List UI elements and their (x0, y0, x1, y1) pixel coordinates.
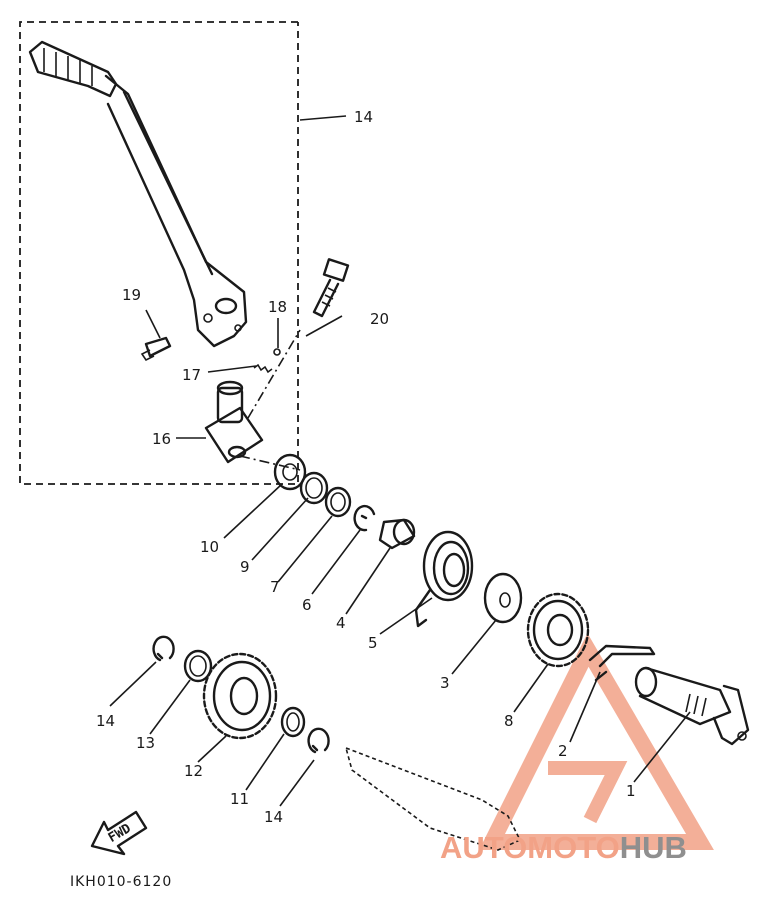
axis-line (247, 329, 301, 419)
label-19: 19 (122, 286, 141, 304)
label-20: 20 (370, 310, 389, 328)
washer-11 (280, 706, 306, 738)
bolt-20 (312, 258, 350, 318)
kick-lever (28, 40, 248, 348)
label-6: 6 (302, 596, 312, 614)
watermark-moto: MOTO (527, 830, 619, 865)
circlip-14-lower (307, 727, 330, 754)
spring-17 (253, 363, 273, 374)
idler-gear-12 (202, 652, 278, 740)
washer-7 (324, 486, 352, 518)
part-labels: 14 19 18 20 17 16 10 9 7 6 4 5 3 8 2 1 1… (96, 108, 636, 826)
leader-lines (109, 115, 691, 807)
watermark-text: AUTOMOTOHUB (440, 830, 687, 865)
label-3: 3 (440, 674, 450, 692)
kick-axle-1 (634, 666, 750, 746)
label-9: 9 (240, 558, 250, 576)
label-16: 16 (152, 430, 171, 448)
label-4: 4 (336, 614, 346, 632)
label-7: 7 (270, 578, 280, 596)
label-15: 14 (354, 108, 373, 126)
circlip-14-upper (152, 635, 175, 662)
torsion-spring-5 (414, 530, 474, 628)
kick-boss-16 (204, 380, 264, 464)
washer-13 (183, 649, 213, 683)
label-17: 17 (182, 366, 201, 384)
label-14-upper: 14 (96, 712, 115, 730)
label-12: 12 (184, 762, 203, 780)
label-1: 1 (626, 782, 636, 800)
label-2: 2 (558, 742, 568, 760)
label-8: 8 (504, 712, 514, 730)
ball-18 (273, 348, 281, 356)
diagram-code: IKH010-6120 (70, 874, 172, 890)
watermark-auto: AUTO (440, 830, 527, 865)
label-11: 11 (230, 790, 249, 808)
label-14-lower: 14 (264, 808, 283, 826)
bolt-19 (140, 336, 172, 362)
circlip-6 (353, 504, 376, 532)
label-13: 13 (136, 734, 155, 752)
washer-9 (299, 471, 329, 505)
shaft-outline (344, 746, 522, 851)
collar-10 (273, 453, 307, 491)
label-10: 10 (200, 538, 219, 556)
kick-gear-8 (526, 592, 590, 668)
washer-3 (483, 572, 523, 624)
axis-line-lower (239, 455, 301, 471)
label-5: 5 (368, 634, 378, 652)
watermark-logo (479, 633, 714, 850)
label-18: 18 (268, 298, 287, 316)
assembly-15-dashed-box (19, 21, 299, 485)
fwd-arrow: FWD (90, 810, 148, 856)
spring-guide-4 (378, 518, 416, 550)
fwd-label: FWD (106, 821, 134, 846)
watermark-hub: HUB (620, 830, 687, 865)
